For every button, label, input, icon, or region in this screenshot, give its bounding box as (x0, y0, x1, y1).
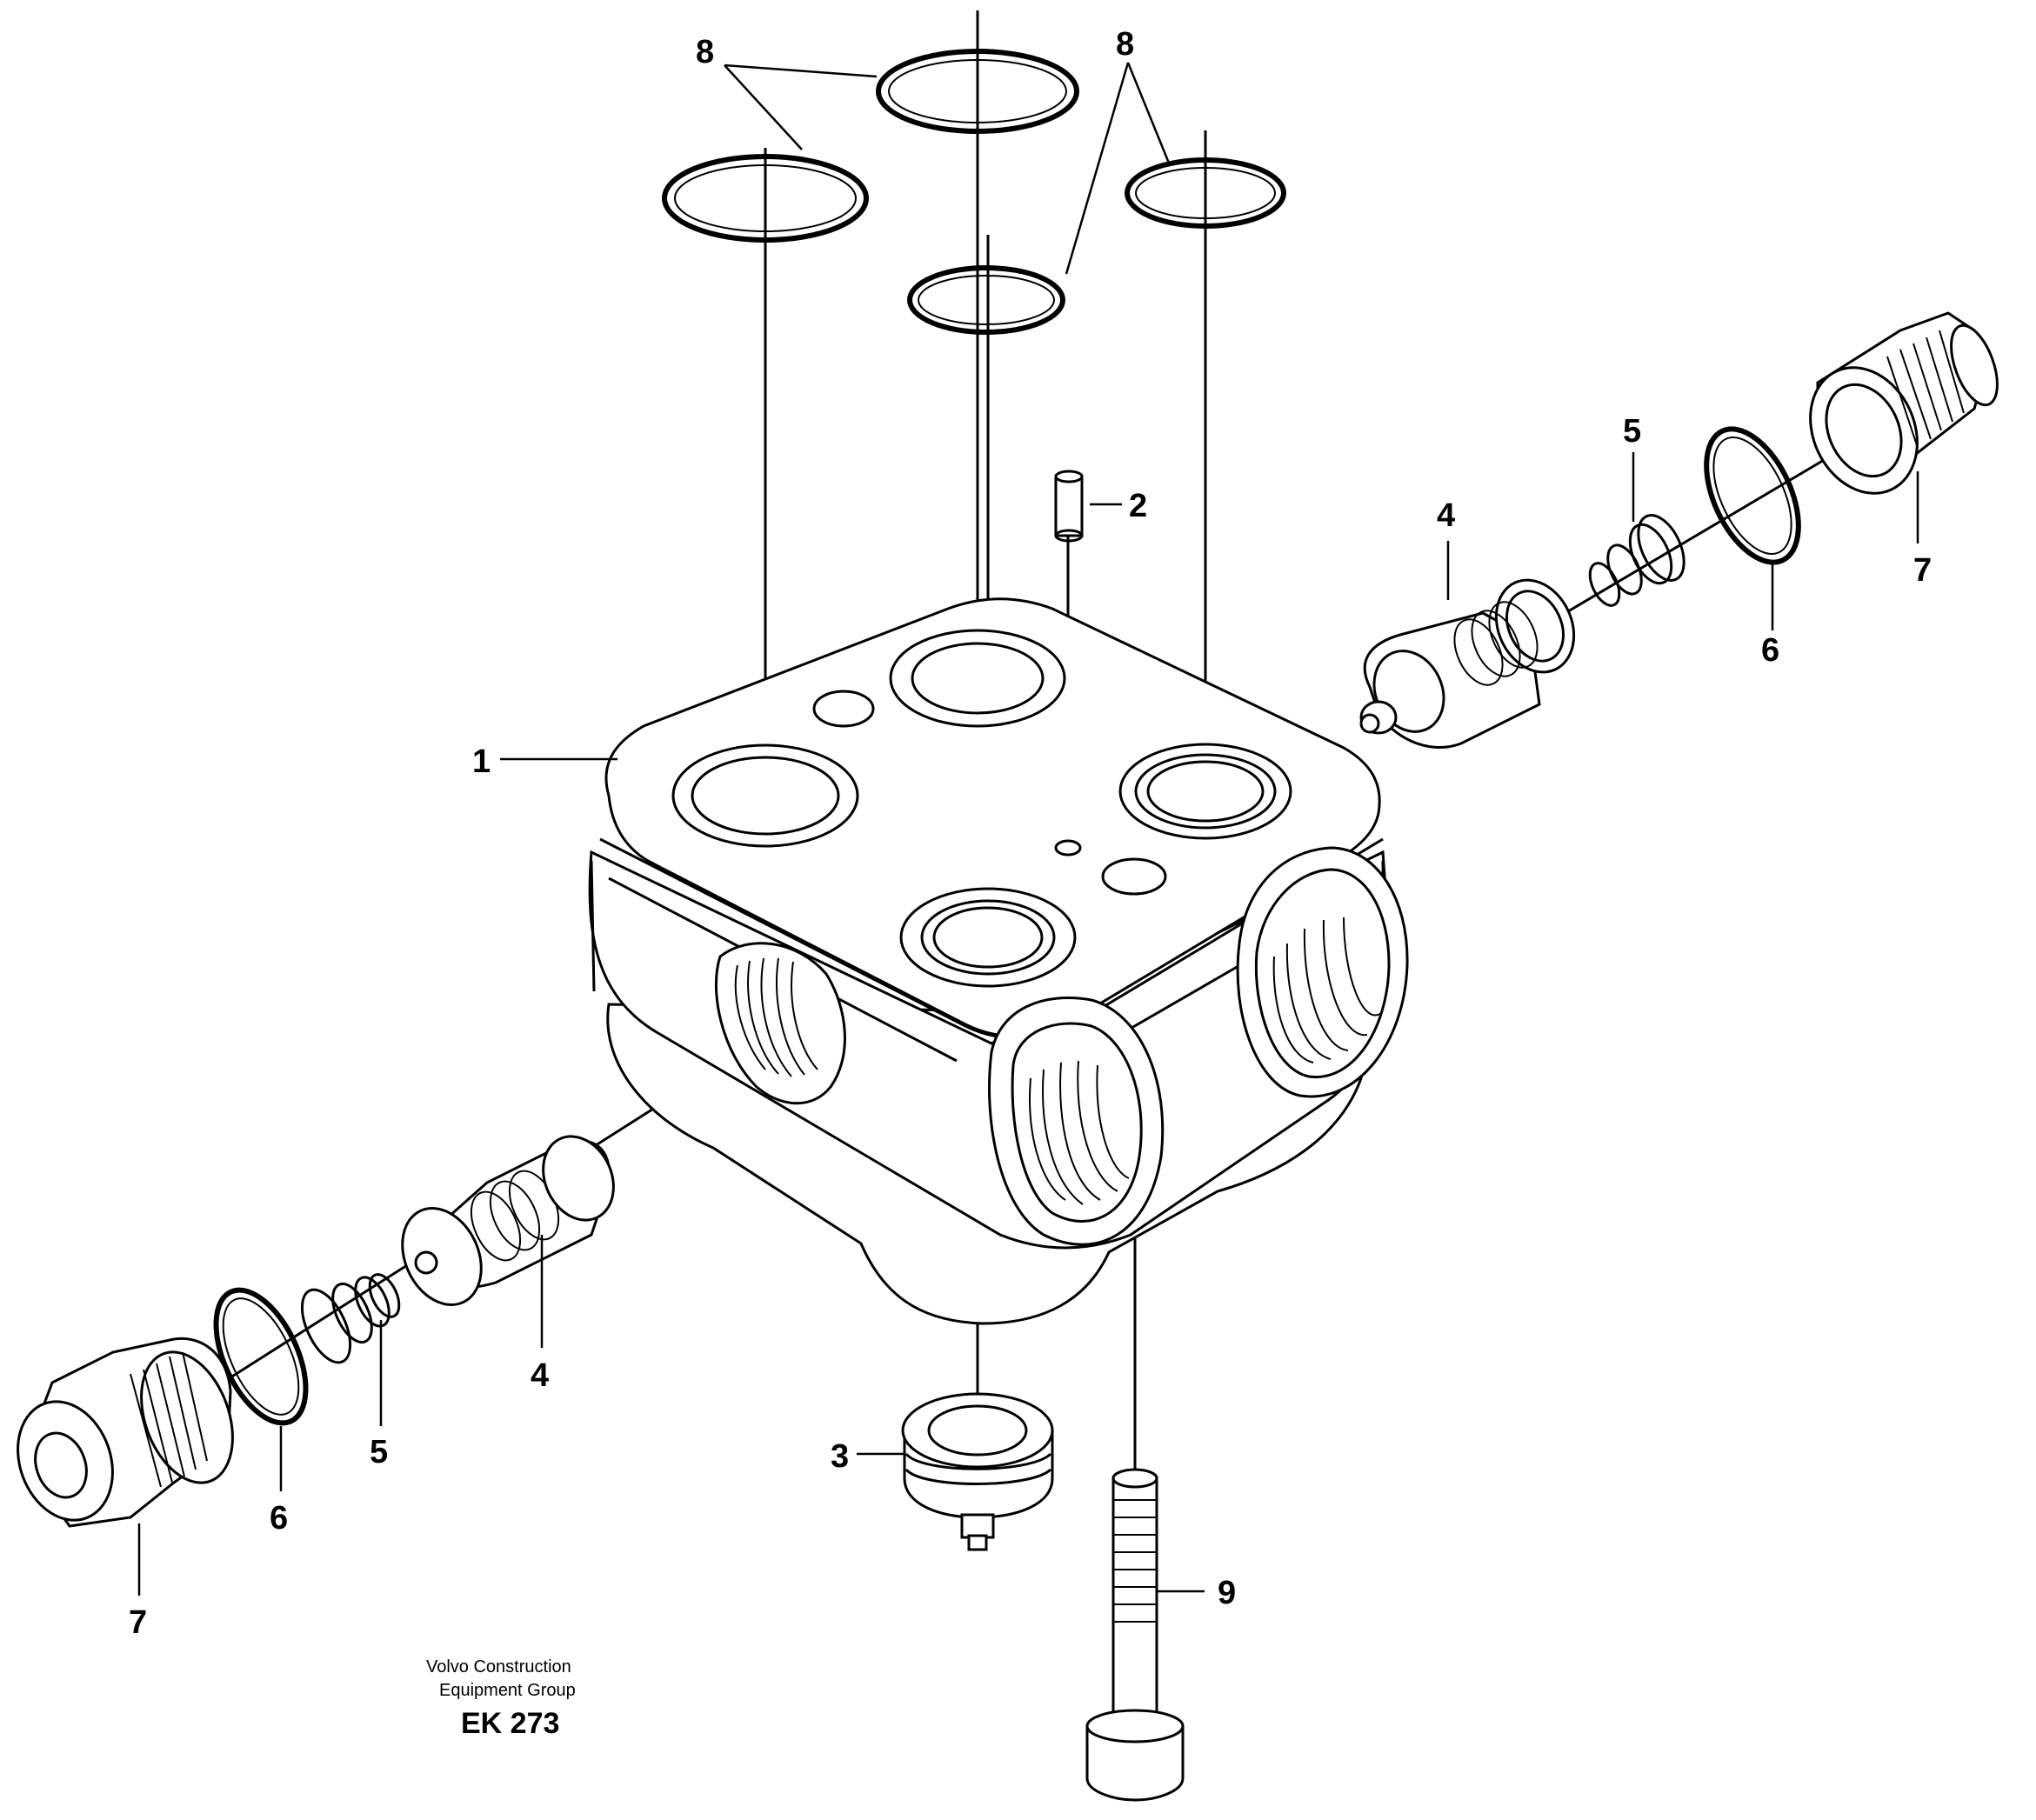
callout-4-left: 4 (531, 1357, 549, 1394)
right-plug-7 (1809, 311, 1999, 495)
callout-7-right: 7 (1913, 552, 1932, 589)
cap-screw (1085, 1468, 1185, 1802)
callout-8-right: 8 (1116, 26, 1134, 63)
right-poppet-spring-4 (1359, 578, 1576, 749)
o-ring-left (662, 154, 869, 243)
top-port-left (671, 743, 859, 848)
side-port-front (988, 997, 1165, 1246)
callout-1: 1 (472, 743, 491, 780)
right-seal-ring-6 (1704, 426, 1801, 565)
dowel-pin (1054, 470, 1084, 543)
top-port-front (899, 887, 1077, 988)
callout-6-left: 6 (270, 1500, 288, 1537)
right-o-rings-5 (1588, 514, 1686, 607)
left-o-rings-5 (300, 1273, 401, 1364)
o-ring-right (1125, 157, 1286, 229)
company-name-line1: Volvo Construction (426, 1657, 571, 1677)
callout-7-left: 7 (129, 1604, 147, 1641)
drawing-footer: Volvo Construction Equipment Group EK 27… (426, 1657, 576, 1740)
top-port-back (889, 629, 1066, 728)
valve-housing (588, 597, 1409, 1325)
company-name-line2: Equipment Group (439, 1681, 576, 1700)
callout-5-left: 5 (370, 1434, 388, 1470)
callout-3: 3 (831, 1438, 849, 1475)
left-poppet-spring-4 (401, 1135, 615, 1306)
side-port-right (1236, 846, 1409, 1098)
top-port-right (1118, 743, 1292, 840)
callout-2: 2 (1129, 488, 1147, 524)
callout-9: 9 (1218, 1575, 1236, 1611)
callout-4-right: 4 (1437, 497, 1455, 534)
o-ring-top (876, 49, 1079, 134)
callout-5-right: 5 (1623, 413, 1641, 450)
check-valve-plug (901, 1392, 1054, 1551)
o-ring-center (907, 265, 1065, 335)
side-port-left (714, 942, 846, 1105)
drawing-code: EK 273 (461, 1707, 559, 1740)
callout-8-left: 8 (696, 34, 714, 70)
leader-lines (137, 62, 1919, 1596)
callout-labels: 8 8 2 1 4 5 6 7 3 4 5 6 7 9 (129, 26, 1932, 1641)
callout-6-right: 6 (1761, 632, 1779, 669)
left-plug-7 (17, 1337, 234, 1528)
